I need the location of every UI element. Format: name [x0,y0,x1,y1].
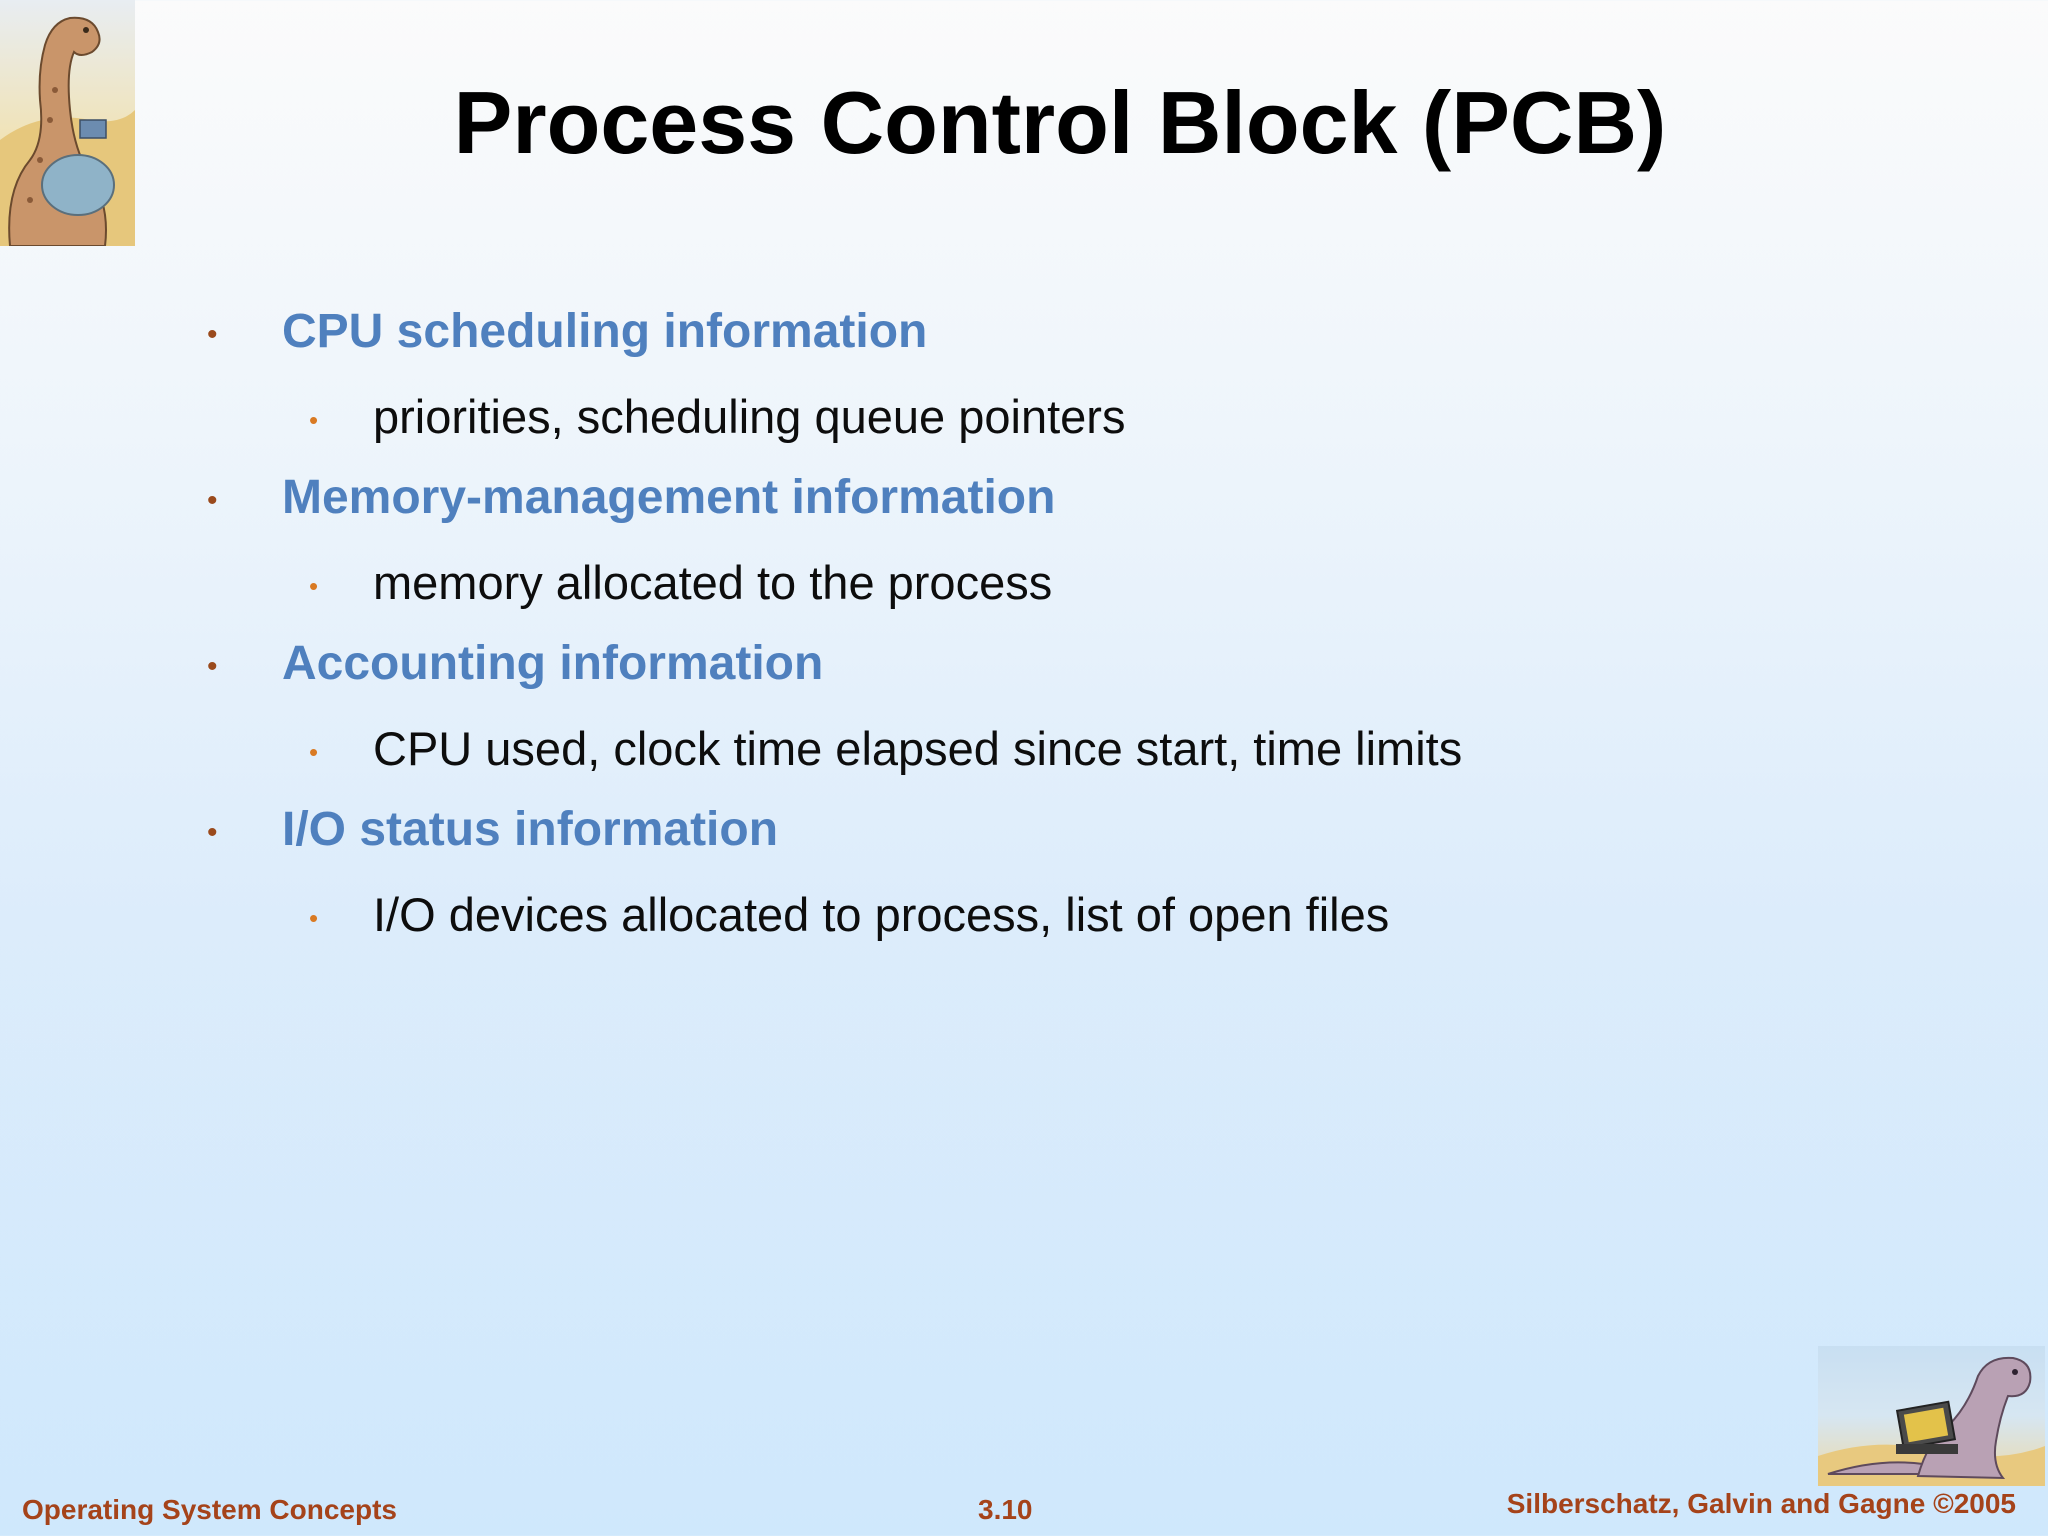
footer-copyright: Silberschatz, Galvin and Gagne ©2005 [1506,1488,2016,1519]
bullet-heading: I/O status information [282,803,779,856]
bullet-heading: Memory-management information [282,471,1056,524]
slide-title: Process Control Block (PCB) [453,73,1667,172]
sub-bullet-text: CPU used, clock time elapsed since start… [373,722,1463,775]
footer-book-title: Operating System Concepts [22,1494,397,1525]
bullet-heading: Accounting information [282,637,824,690]
sub-bullet-marker: • [309,903,319,933]
sub-bullet-text: I/O devices allocated to process, list o… [373,888,1390,941]
sub-bullet-marker: • [309,405,319,435]
dinosaur-reading-illustration [0,0,135,246]
sub-bullet-text: memory allocated to the process [373,556,1053,609]
sub-bullet-marker: • [309,571,319,601]
bullet-heading: CPU scheduling information [282,305,928,358]
bullet-marker: • [207,318,218,351]
bullet-marker: • [207,650,218,683]
sub-bullet-marker: • [309,737,319,767]
dinosaur-laptop-illustration [1818,1346,2045,1486]
sub-bullet-text: priorities, scheduling queue pointers [373,390,1126,443]
bullet-marker: • [207,816,218,849]
footer-slide-number: 3.10 [978,1494,1033,1525]
bullet-marker: • [207,484,218,517]
